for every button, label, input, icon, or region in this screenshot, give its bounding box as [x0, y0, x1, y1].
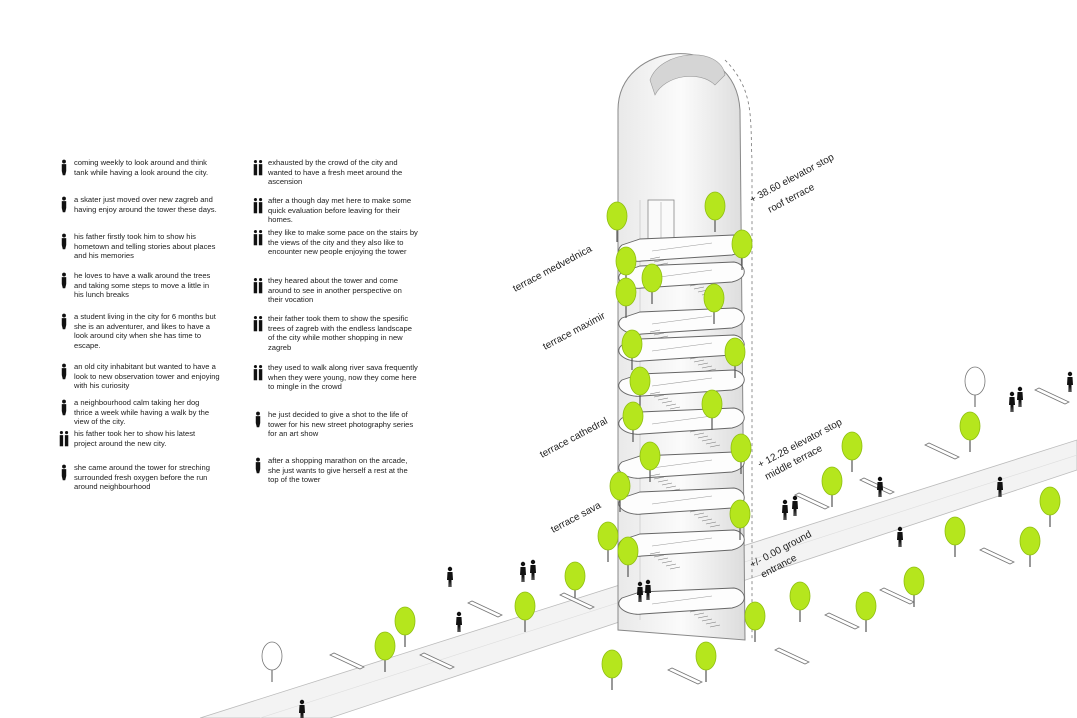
legend-item-text: their father took them to show the spesi…: [268, 314, 412, 352]
legend-item: their father took them to show the spesi…: [252, 314, 418, 352]
legend-item-text: an old city inhabitant but wanted to hav…: [74, 362, 220, 391]
terrace-floor: [618, 307, 745, 348]
legend-item-text: a skater just moved over new zagreb and …: [74, 195, 217, 214]
runner-icon: [61, 464, 67, 481]
legend-item-text: coming weekly to look around and think t…: [74, 158, 209, 177]
legend-item-text: they like to make some pace on the stair…: [268, 228, 418, 257]
person-icon: [61, 233, 67, 250]
person-icon: [61, 272, 67, 289]
person-icon: [530, 559, 536, 580]
legend-item: coming weekly to look around and think t…: [58, 158, 220, 177]
legend-item-text: after a though day met here to make some…: [268, 196, 412, 225]
person-icon: [520, 561, 526, 582]
legend-item: exhausted by the crowd of the city and w…: [252, 158, 418, 187]
person-icon: [61, 159, 67, 176]
couple-icon: [253, 160, 263, 176]
legend-item-text: he loves to have a walk around the trees…: [74, 271, 211, 300]
legend-item: a neighbourhood calm taking her dog thri…: [58, 398, 220, 427]
legend-item-text: his father took her to show his latest p…: [74, 429, 196, 448]
legend-item-text: a neighbourhood calm taking her dog thri…: [74, 398, 210, 427]
bench-icon: [824, 612, 860, 630]
tree-icon: [944, 516, 966, 558]
parent-child-icon: [59, 431, 69, 447]
legend-item: he loves to have a walk around the trees…: [58, 271, 220, 300]
person-icon: [456, 611, 462, 632]
bench-icon: [467, 600, 503, 618]
couple-icon: [253, 278, 263, 294]
tree-icon: [1019, 526, 1041, 568]
label-terrace-maximir: terrace maximir: [541, 310, 608, 352]
terrace-floor: [618, 529, 745, 570]
legend-item: a student living in the city for 6 month…: [58, 312, 220, 350]
person-icon: [61, 313, 67, 330]
person-icon: [61, 363, 67, 380]
tree-icon: [1039, 486, 1061, 528]
couple-icon: [253, 230, 263, 246]
legend-item-text: after a shopping marathon on the arcade,…: [268, 456, 408, 485]
tree-icon: [597, 521, 619, 563]
legend-item: after a though day met here to make some…: [252, 196, 418, 225]
terrace-floors: [618, 234, 745, 628]
tree-icon: [394, 606, 416, 648]
label-terrace-medvednica: terrace medvednica: [511, 244, 594, 295]
person-icon: [447, 566, 453, 587]
person-with-dog-icon: [61, 399, 67, 416]
tree-icon: [841, 431, 863, 473]
tree-outline-icon: [964, 366, 986, 408]
legend-item-text: a student living in the city for 6 month…: [74, 312, 216, 350]
legend-item: an old city inhabitant but wanted to hav…: [58, 362, 220, 391]
label-terrace-sava: terrace sava: [549, 500, 603, 536]
person-icon: [1009, 391, 1015, 412]
legend-item: a skater just moved over new zagreb and …: [58, 195, 220, 214]
bench-icon: [924, 442, 960, 460]
photographer-icon: [255, 411, 261, 428]
tree-icon: [695, 641, 717, 683]
legend-item-text: she came around the tower for streching …: [74, 463, 210, 492]
bench-icon: [979, 547, 1015, 565]
tree-outline-icon: [261, 641, 283, 683]
skater-icon: [61, 196, 67, 213]
tree-icon: [601, 649, 623, 691]
legend-item-text: he just decided to give a shot to the li…: [268, 410, 414, 439]
bench-icon: [329, 652, 365, 670]
tree-icon: [789, 581, 811, 623]
legend-item: they used to walk along river sava frequ…: [252, 363, 418, 392]
legend-item: they heared about the tower and come aro…: [252, 276, 418, 305]
legend-item-text: they used to walk along river sava frequ…: [268, 363, 418, 392]
person-icon: [1017, 386, 1023, 407]
tree-icon: [821, 466, 843, 508]
label-terrace-cathedral: terrace cathedral: [538, 416, 609, 461]
legend-item: he just decided to give a shot to the li…: [252, 410, 418, 439]
couple-icon: [253, 365, 263, 381]
legend-item: his father firstly took him to show his …: [58, 232, 220, 261]
couple-icon: [253, 198, 263, 214]
legend-item: she came around the tower for streching …: [58, 463, 220, 492]
person-icon: [782, 499, 788, 520]
person-icon: [792, 495, 798, 516]
legend-item-text: his father firstly took him to show his …: [74, 232, 216, 261]
tree-icon: [959, 411, 981, 453]
family-icon: [253, 316, 263, 332]
bench-icon: [667, 667, 703, 685]
bench-icon: [774, 647, 810, 665]
tree-icon: [855, 591, 877, 633]
tree-icon: [744, 601, 766, 643]
legend-item-text: they heared about the tower and come aro…: [268, 276, 402, 305]
legend-item-text: exhausted by the crowd of the city and w…: [268, 158, 403, 187]
bench-icon: [794, 492, 830, 510]
legend-item: they like to make some pace on the stair…: [252, 228, 418, 257]
legend-item: his father took her to show his latest p…: [58, 429, 220, 448]
legend-item: after a shopping marathon on the arcade,…: [252, 456, 418, 485]
bench-icon: [1034, 387, 1070, 405]
bench-icon: [859, 477, 895, 495]
person-icon: [877, 476, 883, 497]
terrace-floor: [618, 587, 745, 628]
walker-icon: [255, 457, 261, 474]
person-icon: [1067, 371, 1073, 392]
